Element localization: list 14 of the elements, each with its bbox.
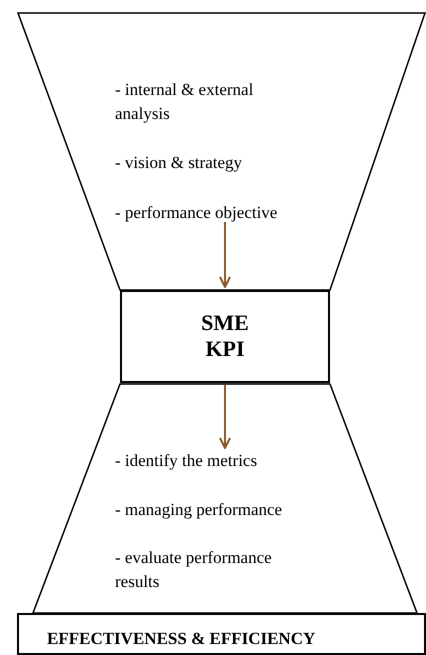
arrow [219,385,231,449]
bullet-text: - identify the metrics [115,450,258,472]
funnel-bottom-shape [32,383,418,614]
kpi-box [120,290,330,383]
bullet-text: - internal & external analysis [115,79,254,125]
bullet-text: - evaluate performance results [115,547,273,593]
bullet-text: - performance objective [115,202,278,224]
box-label: EFFECTIVENESS & EFFICIENCY [47,628,316,650]
box-label: SME KPI [200,310,250,362]
result-box [17,613,426,655]
bullet-text: - managing performance [115,499,284,521]
bullet-text: - vision & strategy [115,152,244,174]
arrow [219,222,231,288]
funnel-top-shape [17,12,426,291]
